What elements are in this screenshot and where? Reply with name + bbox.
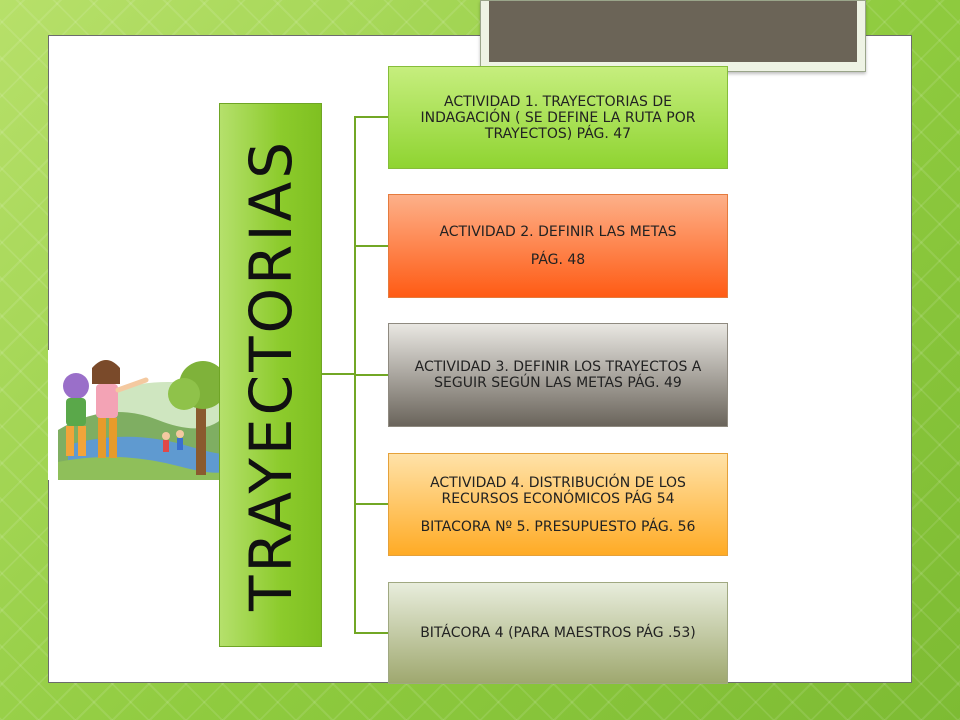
connector-stem [322,373,355,375]
activity-box-4-text: ACTIVIDAD 4. DISTRIBUCIÓN DE LOS RECURSO… [430,474,686,507]
illustration-svg [48,350,238,480]
activity-box-4: ACTIVIDAD 4. DISTRIBUCIÓN DE LOS RECURSO… [388,453,728,556]
title-placeholder-fill [489,1,857,62]
trayectorias-bar: TRAYECTORIAS [219,103,322,647]
activity-box-2-page: PÁG. 48 [530,252,586,268]
activity-box-5-text: BITÁCORA 4 (PARA MAESTROS PÁG .53) [420,625,696,641]
connector-branch-4 [354,503,389,505]
activity-box-1-text: ACTIVIDAD 1. TRAYECTORIAS DE INDAGACIÓN … [420,93,696,142]
vertical-title: TRAYECTORIAS [236,138,305,612]
connector-branch-2 [354,245,389,247]
title-placeholder [480,0,866,72]
activity-box-3-text: ACTIVIDAD 3. DEFINIR LOS TRAYECTOS A SEG… [414,359,702,391]
children-landscape-illustration [48,350,238,480]
activity-box-5: BITÁCORA 4 (PARA MAESTROS PÁG .53) [388,582,728,684]
connector-branch-5 [354,632,389,634]
activity-box-4-bitacora: BITACORA Nº 5. PRESUPUESTO PÁG. 56 [420,518,696,535]
activity-box-1: ACTIVIDAD 1. TRAYECTORIAS DE INDAGACIÓN … [388,66,728,169]
activity-box-2: ACTIVIDAD 2. DEFINIR LAS METAS PÁG. 48 [388,194,728,298]
connector-branch-1 [354,116,389,118]
activity-box-2-text: ACTIVIDAD 2. DEFINIR LAS METAS [439,224,677,240]
connector-branch-3 [354,374,389,376]
activity-box-3: ACTIVIDAD 3. DEFINIR LOS TRAYECTOS A SEG… [388,323,728,427]
